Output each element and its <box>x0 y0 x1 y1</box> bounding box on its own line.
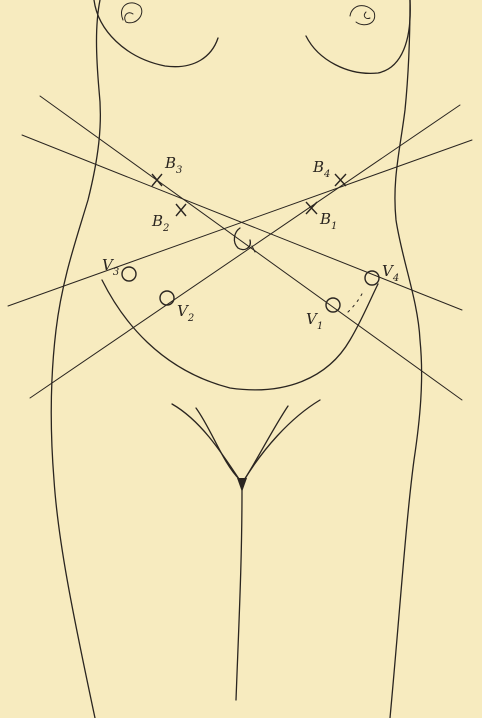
left-nipple <box>121 3 141 23</box>
right-groin-line <box>243 400 320 482</box>
cross-mark-b4 <box>335 174 346 186</box>
label-b4: B4 <box>312 158 330 180</box>
left-groin-line <box>172 404 241 482</box>
line-b4-v2 <box>30 105 460 398</box>
right-pubic-curve <box>244 406 288 480</box>
pubic-region <box>172 400 320 700</box>
left-breast-outline <box>94 0 218 67</box>
cross-mark-b3 <box>152 174 162 186</box>
left-pubic-curve <box>196 408 240 480</box>
projection-lines <box>8 96 472 400</box>
circle-mark-v2 <box>160 291 174 305</box>
right-nipple <box>350 6 375 25</box>
v-markers <box>122 267 379 312</box>
label-b2: B2 <box>151 212 169 234</box>
torso-outline <box>51 0 421 718</box>
label-b3: B3 <box>164 154 182 176</box>
cross-mark-b1 <box>306 202 317 214</box>
label-v1: V1 <box>306 310 323 332</box>
cross-mark-b2 <box>176 204 186 216</box>
breasts <box>94 0 410 73</box>
left-body-contour <box>51 0 100 718</box>
leg-separation-line <box>236 490 242 700</box>
label-v4: V4 <box>382 262 399 284</box>
circle-mark-v4 <box>365 271 379 285</box>
right-breast-outline <box>306 0 410 73</box>
circle-mark-v1 <box>326 298 340 312</box>
lower-abdomen-dotted <box>348 290 364 312</box>
label-v3: V3 <box>102 256 119 278</box>
label-v2: V2 <box>177 302 194 324</box>
label-b1: B1 <box>319 210 337 232</box>
circle-mark-v3 <box>122 267 136 281</box>
lower-abdomen-curve <box>102 280 378 390</box>
line-b1-v3 <box>8 140 472 306</box>
